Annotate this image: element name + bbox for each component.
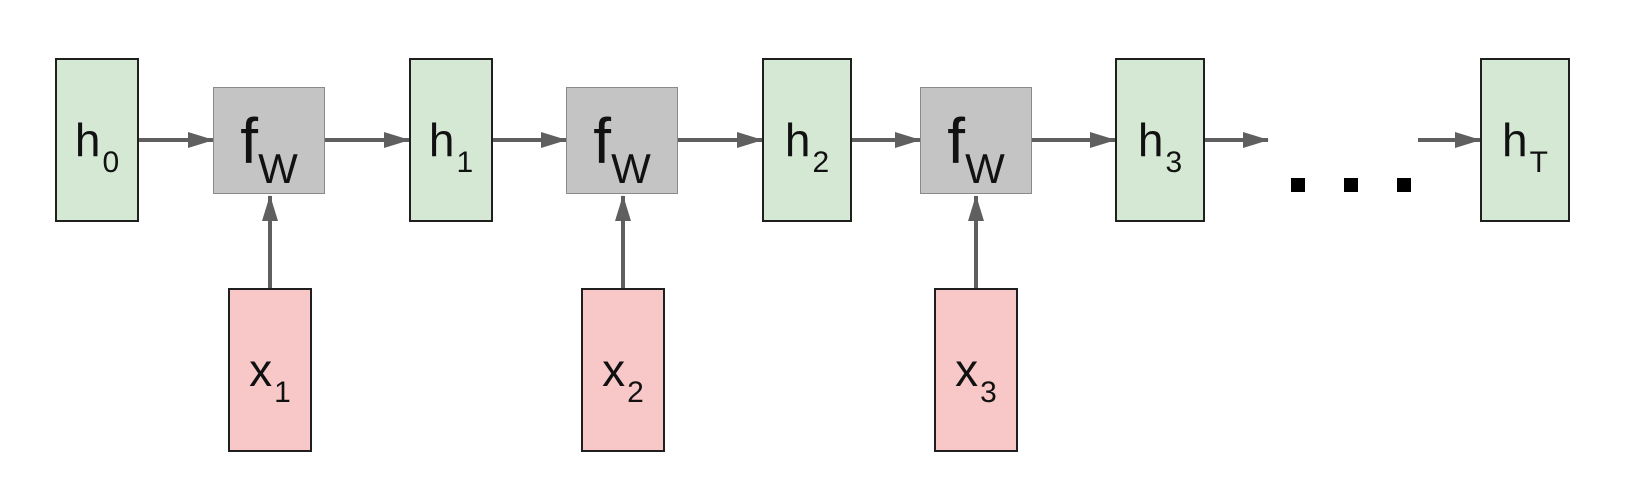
input-label: x1 [249,344,291,409]
input-label: x2 [602,344,644,409]
hidden-state-label: h1 [428,114,474,179]
input-x3: x3 [934,288,1018,452]
ellipsis-icon [1291,170,1411,200]
hidden-state-label: hT [1502,114,1548,179]
input-label: x3 [955,344,997,409]
hidden-state-h2: h2 [762,58,852,222]
hidden-state-label: h0 [74,114,120,179]
input-x2: x2 [581,288,665,452]
function-label: fW [947,104,1005,192]
hidden-state-hT: hT [1480,58,1570,222]
hidden-state-h0: h0 [55,58,139,222]
hidden-state-label: h3 [1137,114,1183,179]
function-block-2: fW [566,87,678,194]
function-block-3: fW [920,87,1032,194]
hidden-state-label: h2 [784,114,830,179]
ellipsis-dot [1397,178,1411,192]
hidden-state-h3: h3 [1115,58,1205,222]
function-label: fW [593,104,651,192]
ellipsis-dot [1291,178,1305,192]
function-label: fW [240,104,298,192]
input-x1: x1 [228,288,312,452]
ellipsis-dot [1344,178,1358,192]
hidden-state-h1: h1 [409,58,493,222]
function-block-1: fW [213,87,325,194]
